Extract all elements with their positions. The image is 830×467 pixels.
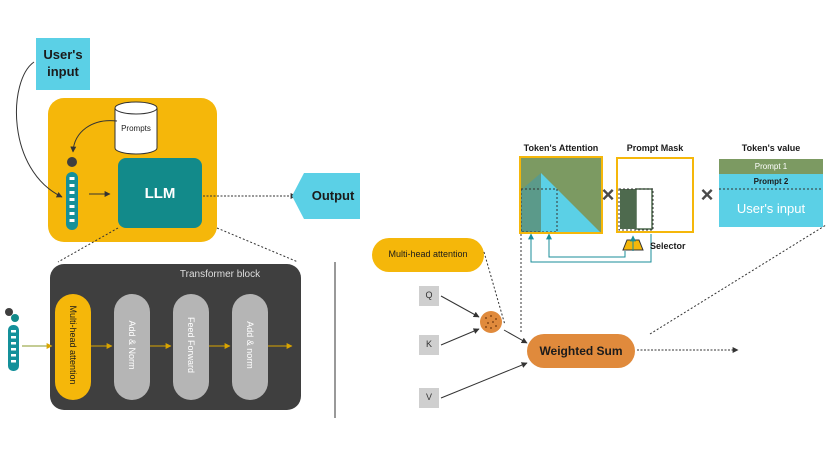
prompt-mask-title: Prompt Mask — [626, 143, 684, 153]
prompts-database-icon — [114, 101, 158, 155]
output-label: Output — [311, 188, 355, 203]
add-norm-label-1: Add & Norm — [127, 320, 137, 370]
v-label: V — [425, 392, 432, 402]
q-label: Q — [425, 290, 433, 300]
feed-forward-block — [173, 294, 209, 400]
output-shape — [292, 173, 360, 219]
k-box — [419, 335, 439, 355]
token-dot-icon — [67, 157, 77, 167]
k-label: K — [425, 339, 432, 349]
prompts-label: Prompts — [121, 124, 151, 133]
token-dot-icon-3 — [11, 314, 19, 322]
q-box — [419, 286, 439, 306]
prompt2-label: Prompt 2 — [753, 177, 789, 186]
user-input-label: User's input — [43, 47, 83, 79]
prompts-arrow — [70, 120, 118, 153]
multiply-icon-1: × — [602, 182, 615, 207]
user-input-arrow — [15, 61, 63, 198]
multiply-icon-2: × — [701, 182, 714, 207]
add-norm-block-1 — [114, 294, 150, 400]
users-input-value-label: User's input — [736, 201, 806, 216]
v-box — [419, 388, 439, 408]
weighted-sum-label: Weighted Sum — [539, 344, 623, 358]
llm-box — [118, 158, 202, 228]
feed-forward-label: Feed Forward — [186, 316, 196, 374]
weighted-sum-box — [527, 334, 635, 368]
mha-block-label: Multi-head attention — [68, 305, 78, 385]
prompt-mask — [616, 157, 694, 233]
tokens-attention-title: Token's Attention — [523, 143, 599, 153]
zoom-line-left — [57, 227, 119, 263]
token-marks — [69, 177, 75, 222]
prompt1-label: Prompt 1 — [754, 162, 788, 171]
attention-matrix — [519, 156, 603, 234]
token-dot-icon-2 — [5, 308, 13, 316]
zoom-line-right — [216, 227, 299, 263]
user-input-box — [36, 38, 90, 90]
selector-feedback-arrows — [528, 233, 652, 263]
tokens-value-title: Token's value — [741, 143, 801, 153]
weighted-sum-zoom-right — [649, 224, 827, 335]
mha-pill — [372, 238, 484, 272]
add-norm-block-2 — [232, 294, 268, 400]
mha-zoom-line — [483, 251, 506, 326]
transformer-title: Transformer block — [179, 269, 261, 280]
mha-pill-label: Multi-head attention — [388, 249, 468, 259]
token-value-stack — [719, 159, 823, 227]
attention-score-icon — [480, 311, 502, 333]
token-marks-2 — [11, 330, 16, 363]
selector-label: Selector — [650, 241, 686, 251]
mha-block — [55, 294, 91, 400]
add-norm-label-2: Add & norm — [245, 321, 255, 369]
qkv-arrows — [440, 295, 528, 399]
llm-label: LLM — [144, 185, 176, 202]
